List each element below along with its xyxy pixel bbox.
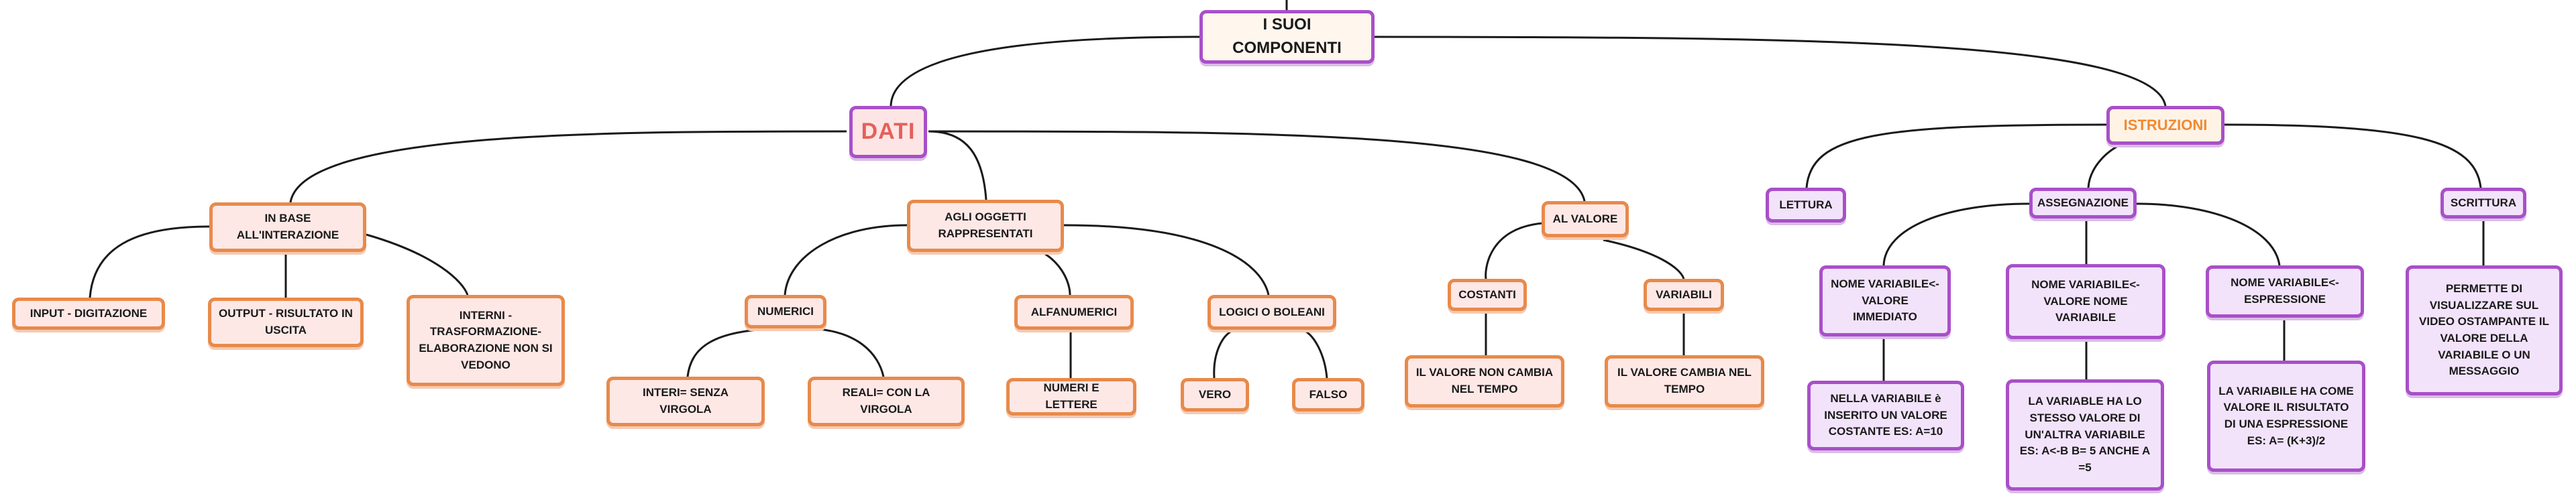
reali-node: REALI= CON LA VIRGOLA: [808, 377, 965, 426]
connector: [1063, 224, 1270, 296]
connector: [289, 130, 847, 203]
root-node: I SUOI COMPONENTI: [1199, 10, 1375, 64]
vero-node: VERO: [1181, 378, 1249, 412]
variabili-node: VARIABILI: [1644, 279, 1724, 311]
connector: [803, 327, 885, 377]
connector: [928, 130, 987, 200]
espressione-desc-node: LA VARIABILE HA COME VALORE IL RISULTATO…: [2207, 361, 2365, 472]
interni-node: INTERNI - TRASFORMAZIONE-ELABORAZIONE NO…: [407, 295, 565, 386]
connector: [1374, 36, 2167, 107]
costanti-node: COSTANTI: [1448, 279, 1527, 311]
connector: [1213, 328, 1235, 379]
numerici-node: NUMERICI: [745, 295, 826, 328]
input-node: INPUT - DIGITAZIONE: [12, 298, 165, 330]
output-node: OUTPUT - RISULTATO IN USCITA: [208, 298, 364, 347]
espressione-node: NOME VARIABILE<- ESPRESSIONE: [2206, 265, 2364, 318]
oggetti-node: AGLI OGGETTI RAPPRESENTATI: [907, 200, 1064, 252]
connector: [1485, 222, 1544, 279]
connector: [2224, 123, 2482, 188]
scrittura-desc-node: PERMETTE DI VISUALIZZARE SUL VIDEO OSTAM…: [2406, 265, 2563, 395]
connector: [1032, 247, 1071, 296]
istruzioni-node: ISTRUZIONI: [2106, 106, 2224, 145]
al-valore-node: AL VALORE: [1542, 201, 1629, 237]
connector: [2087, 142, 2124, 188]
numeri-lettere-node: NUMERI E LETTERE: [1006, 378, 1136, 416]
connector: [1603, 239, 1685, 279]
logici-node: LOGICI O BOLEANI: [1208, 295, 1336, 330]
interazione-node: IN BASE ALL'INTERAZIONE: [209, 202, 366, 252]
connector: [2136, 202, 2281, 266]
falso-node: FALSO: [1292, 378, 1364, 412]
connector: [1302, 328, 1328, 379]
connector: [366, 233, 469, 296]
assegnazione-node: ASSEGNAZIONE: [2029, 188, 2137, 218]
connector: [686, 327, 790, 377]
nome-variabile-desc-node: LA VARIABLE HA LO STESSO VALORE DI UN'AL…: [2006, 379, 2164, 491]
scrittura-node: SCRITTURA: [2440, 188, 2526, 218]
nome-variabile-node: NOME VARIABILE<- VALORE NOME VARIABILE: [2006, 264, 2165, 339]
variabili-desc-node: IL VALORE CAMBIA NEL TEMPO: [1605, 355, 1764, 407]
alfanumerici-node: ALFANUMERICI: [1014, 295, 1134, 330]
lettura-node: LETTURA: [1766, 188, 1846, 223]
costanti-desc-node: IL VALORE NON CAMBIA NEL TEMPO: [1405, 355, 1564, 407]
connector: [1805, 123, 2107, 188]
dati-node: DATI: [849, 106, 927, 158]
connector: [928, 130, 1586, 202]
connector: [89, 225, 210, 298]
connector: [890, 36, 1200, 107]
immediato-node: NOME VARIABILE<- VALORE IMMEDIATO: [1819, 265, 1951, 336]
immediato-desc-node: NELLA VARIABILE è INSERITO UN VALORE COS…: [1807, 381, 1964, 450]
connector: [784, 224, 908, 296]
interi-node: INTERI= SENZA VIRGOLA: [606, 377, 765, 426]
connector: [1882, 202, 2030, 266]
